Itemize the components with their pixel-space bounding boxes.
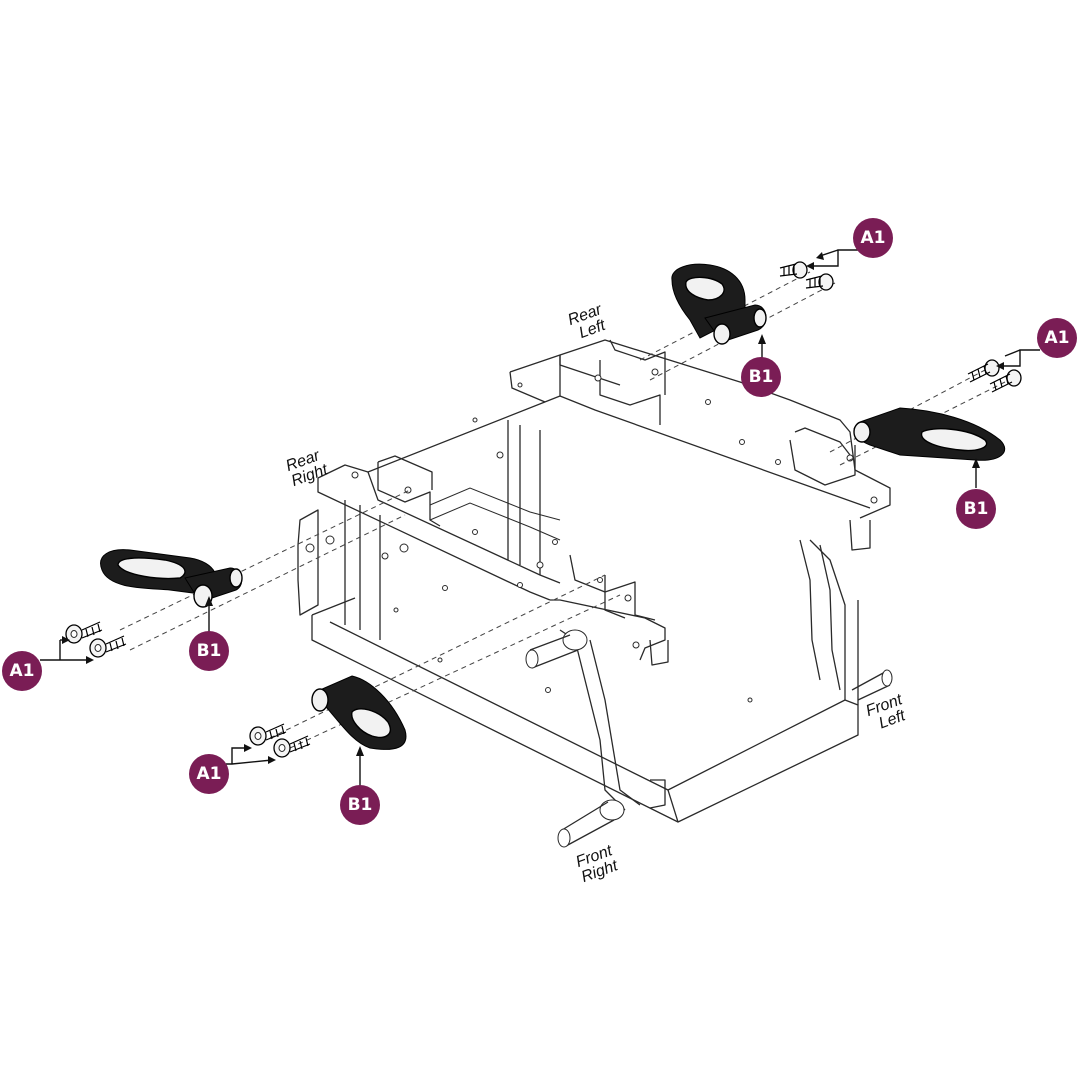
b1-front-left-part [853,407,1006,461]
callout-b1-front-left: B1 [956,489,996,529]
b1-front-right-part [311,675,407,750]
b1-rear-right-part [100,549,243,608]
b1-rear-left-part [671,263,767,345]
callout-a1-front-right: A1 [189,754,229,794]
callout-b1-rear-left: B1 [741,357,781,397]
callout-a1-rear-right: A1 [2,651,42,691]
callout-b1-front-right: B1 [340,785,380,825]
assembly-lines [119,271,1006,749]
front-right-axle [525,629,666,848]
callout-a1-front-left: A1 [1037,318,1077,358]
chassis-frame [297,339,891,823]
front-left-axle [799,539,893,701]
callout-b1-rear-right: B1 [189,631,229,671]
callout-a1-rear-left: A1 [853,218,893,258]
a1-bolts [65,261,1022,758]
leader-lines [40,249,1040,786]
